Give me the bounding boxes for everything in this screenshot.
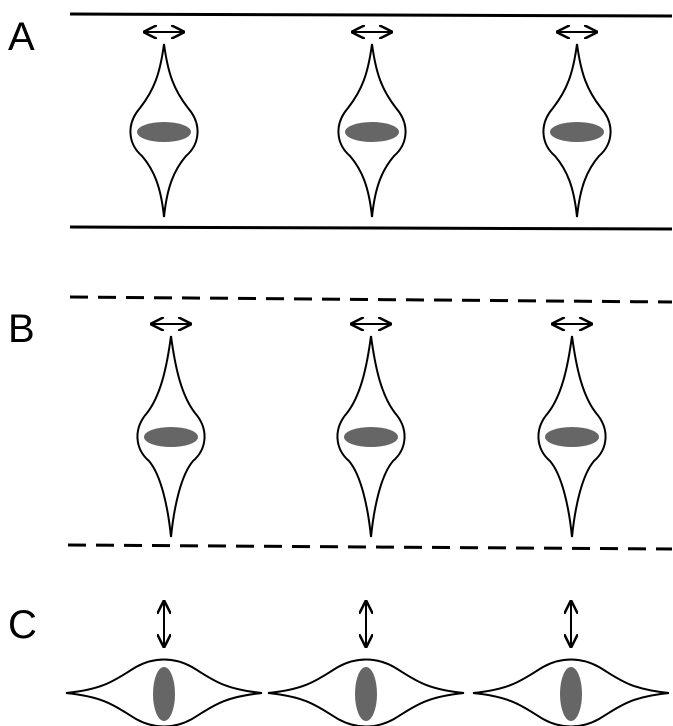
panel-c-cell-1-nucleus <box>153 667 175 721</box>
panel-c-cell-2-nucleus <box>355 667 377 721</box>
panel-c-cell-3-nucleus <box>560 667 582 721</box>
panel-label-c: C <box>8 603 37 647</box>
panel-a-top-boundary <box>69 12 673 18</box>
panel-a-cell-1-nucleus <box>137 122 191 142</box>
panel-b-cell-2-nucleus <box>344 427 398 447</box>
panel-a-cell-3-nucleus <box>550 122 604 142</box>
panel-b-cell-3-nucleus <box>545 427 599 447</box>
panel-b-bottom-boundary <box>67 543 673 551</box>
panel-b-cell-1-nucleus <box>144 427 198 447</box>
panel-a-bottom-boundary <box>69 225 673 231</box>
panel-b-top-boundary <box>69 295 673 304</box>
panel-a-cell-2-nucleus <box>345 122 399 142</box>
panel-label-a: A <box>8 15 35 59</box>
panel-label-b: B <box>8 307 35 351</box>
